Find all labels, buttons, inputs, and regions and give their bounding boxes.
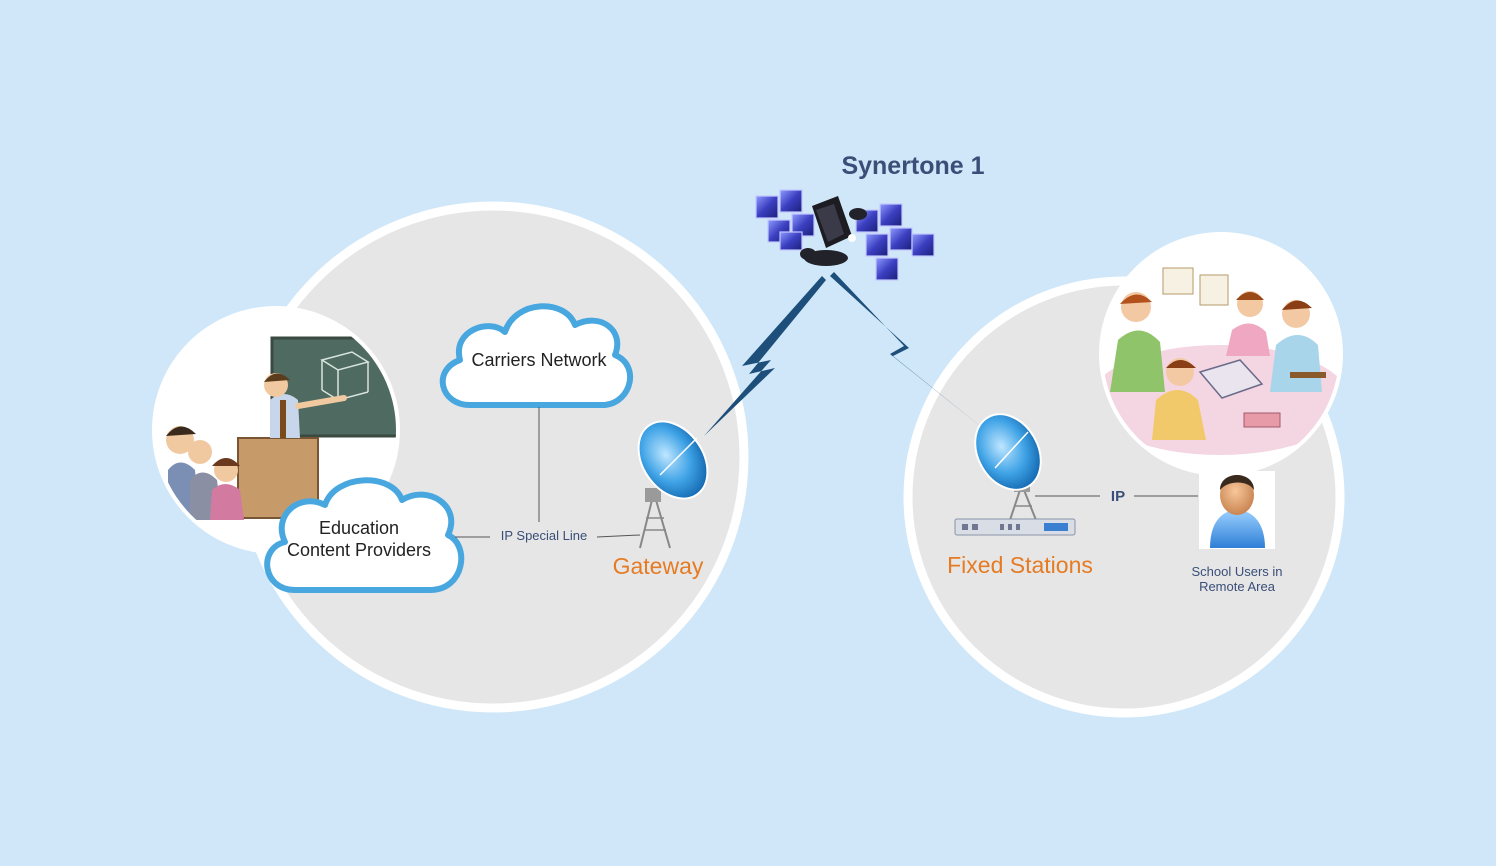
classroom-illustration — [152, 306, 400, 554]
gateway-label: Gateway — [613, 553, 704, 579]
school-users-label-2: Remote Area — [1199, 579, 1276, 594]
content-providers-label-2: Content Providers — [287, 540, 431, 560]
ip-special-line-right — [596, 534, 641, 538]
children-illustration — [1099, 232, 1343, 476]
cloud-icon — [264, 477, 465, 593]
dish-antenna-icon — [974, 413, 1042, 521]
cloud-icon — [439, 303, 634, 408]
dish-antenna-icon — [637, 420, 709, 549]
carriers-network-label: Carriers Network — [471, 350, 607, 370]
content-providers-label-1: Education — [319, 518, 399, 538]
ip-link-label: IP — [1111, 488, 1125, 505]
satellite-label: Synertone 1 — [841, 152, 984, 180]
education-content-providers-cloud: Education Content Providers — [264, 477, 465, 593]
satellite-uplink-right — [830, 272, 990, 434]
modem-icon — [954, 518, 1076, 536]
school-users-label-1: School Users in — [1191, 564, 1282, 579]
carriers-network-cloud: Carriers Network — [439, 303, 634, 408]
user-avatar-icon — [1199, 471, 1275, 549]
ip-special-line-label: IP Special Line — [501, 528, 588, 543]
fixed-stations-label: Fixed Stations — [947, 552, 1093, 578]
satellite-uplink-left — [704, 276, 826, 436]
satellite-icon — [755, 189, 935, 281]
